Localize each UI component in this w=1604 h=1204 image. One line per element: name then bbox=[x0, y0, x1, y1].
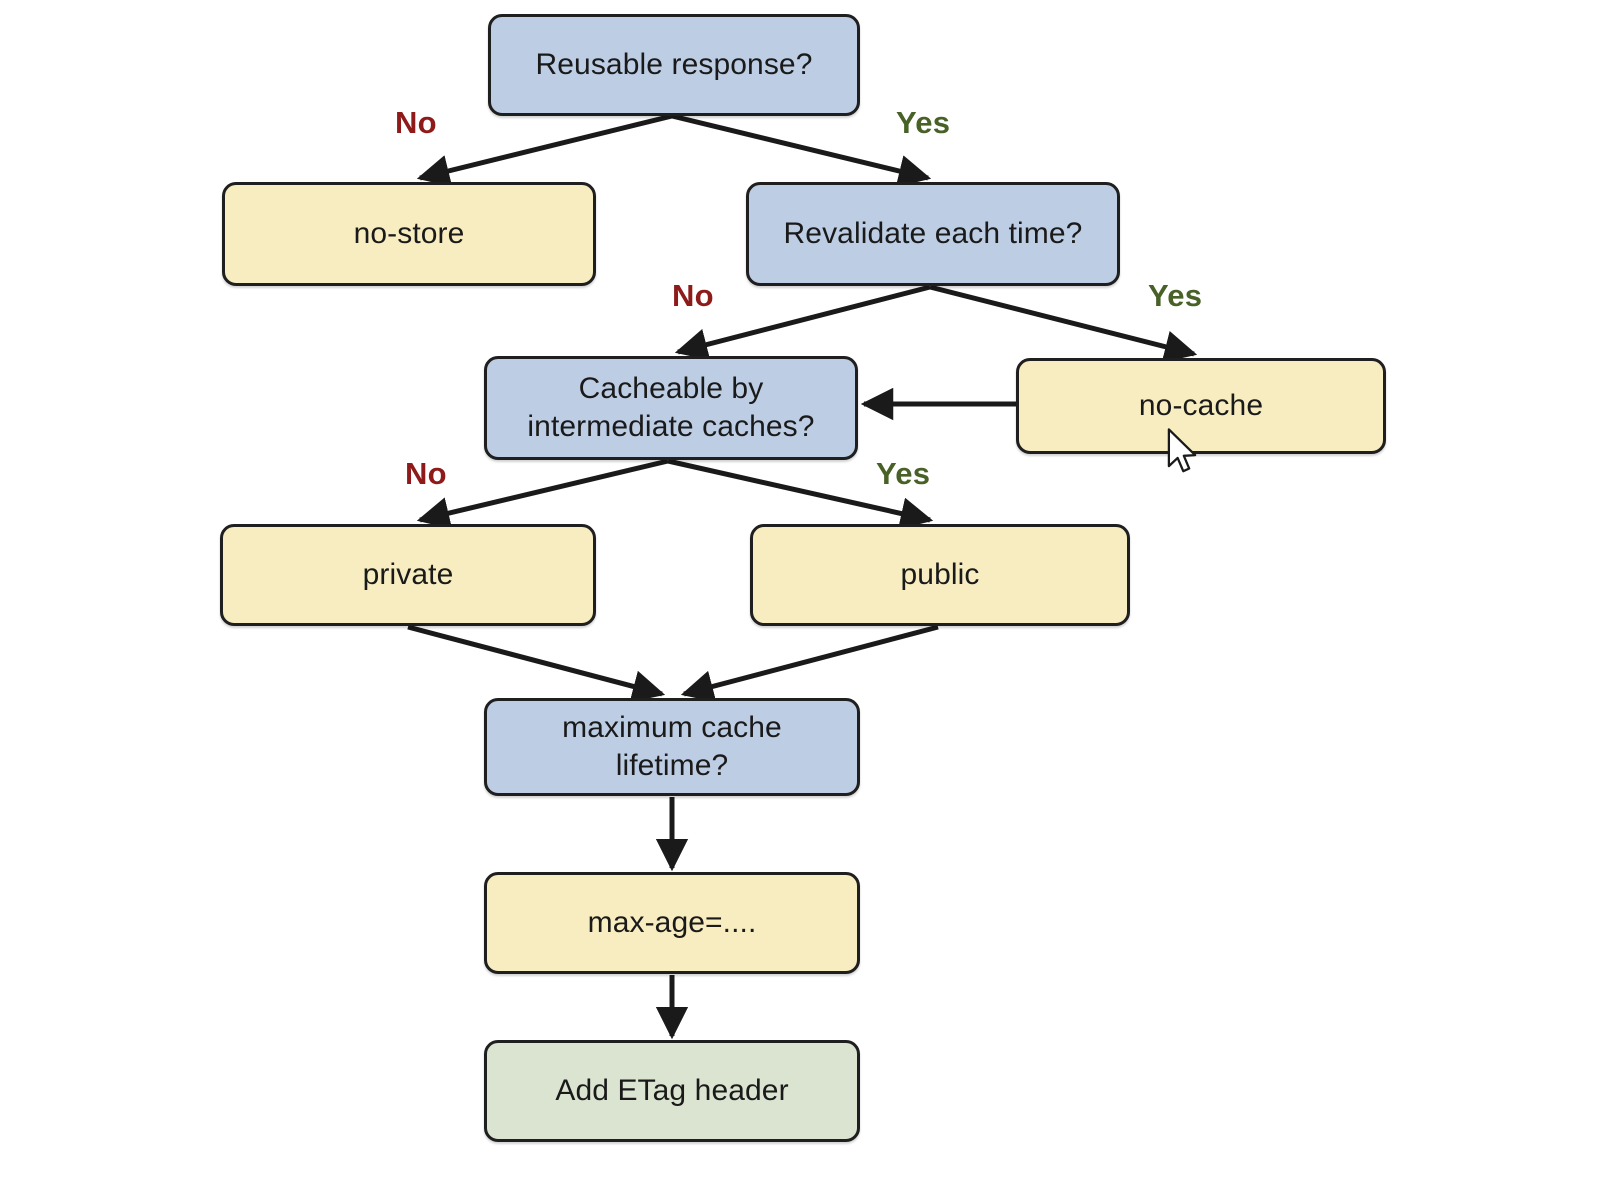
edge-label-e3-no: No bbox=[672, 278, 714, 313]
edge-revalidate-to-cacheable bbox=[674, 284, 931, 361]
node-etag[interactable]: Add ETag header bbox=[484, 1040, 860, 1142]
node-revalidate[interactable]: Revalidate each time? bbox=[746, 182, 1120, 286]
edge-label-e1-no: No bbox=[395, 105, 437, 140]
node-label-revalidate: Revalidate each time? bbox=[783, 216, 1083, 250]
node-label-public: public bbox=[900, 557, 980, 591]
node-label-etag: Add ETag header bbox=[555, 1073, 789, 1107]
edge-label-e6-no: No bbox=[405, 456, 447, 491]
node-label-private: private bbox=[362, 557, 454, 591]
edge-label-e2-yes: Yes bbox=[896, 105, 951, 140]
edge-reusable-to-nostore bbox=[416, 113, 673, 187]
node-label-reusable: Reusable response? bbox=[535, 47, 813, 81]
edge-reusable-to-revalidate bbox=[671, 113, 932, 187]
node-private[interactable]: private bbox=[220, 524, 596, 626]
edge-label-e4-yes: Yes bbox=[1148, 278, 1203, 313]
node-nostore[interactable]: no-store bbox=[222, 182, 596, 286]
node-nocache[interactable]: no-cache bbox=[1016, 358, 1386, 454]
node-label-nostore: no-store bbox=[353, 216, 465, 250]
node-public[interactable]: public bbox=[750, 524, 1130, 626]
edge-label-e7-yes: Yes bbox=[876, 456, 931, 491]
node-reusable[interactable]: Reusable response? bbox=[488, 14, 860, 116]
edge-public-to-maxlife bbox=[680, 624, 939, 703]
edge-cacheable-to-private bbox=[416, 458, 669, 530]
edge-private-to-maxlife bbox=[407, 624, 666, 703]
node-label-nocache: no-cache bbox=[1138, 388, 1264, 422]
node-label-maxage: max-age=.... bbox=[587, 905, 757, 939]
node-maxage[interactable]: max-age=.... bbox=[484, 872, 860, 974]
